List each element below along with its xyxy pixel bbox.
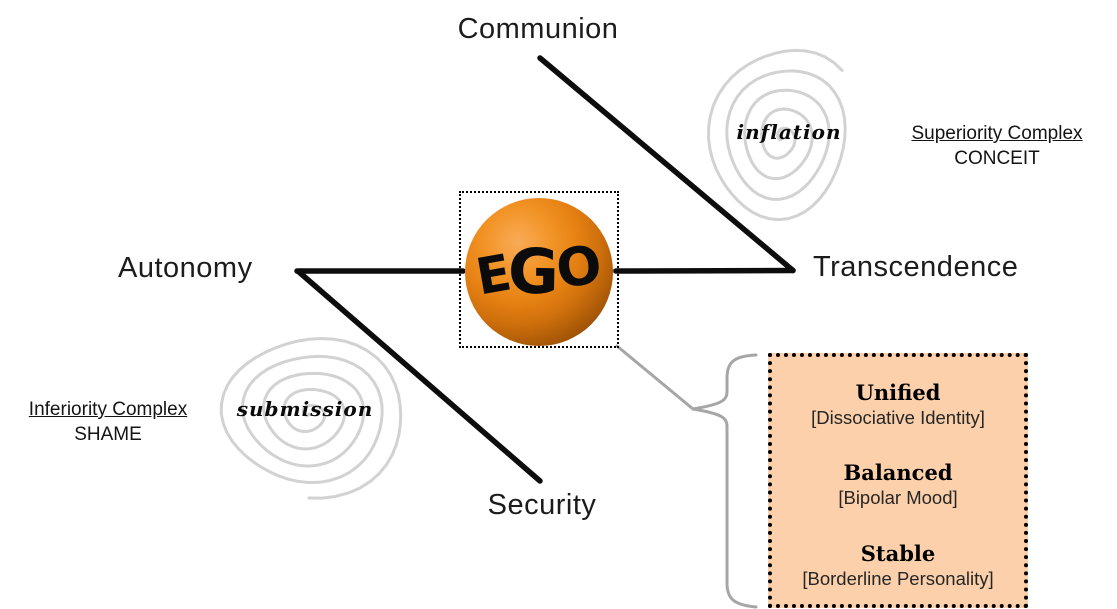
legend-item-stable: Stable [Borderline Personality] <box>778 542 1018 589</box>
axis-label-communion: Communion <box>457 13 619 45</box>
legend-item-balanced: Balanced [Bipolar Mood] <box>778 461 1018 508</box>
curly-brace <box>691 353 758 609</box>
submission-label: submission <box>236 397 374 421</box>
legend-item-subtitle: [Dissociative Identity] <box>811 407 985 429</box>
axis-label-transcendence: Transcendence <box>813 251 1019 283</box>
inflation-label: inflation <box>736 120 842 144</box>
superiority-complex-block: Superiority Complex CONCEIT <box>911 121 1082 171</box>
legend-box: Unified [Dissociative Identity] Balanced… <box>768 353 1028 608</box>
legend-item-title: Unified <box>855 380 941 405</box>
inferiority-complex-label: Inferiority Complex <box>28 399 188 420</box>
axis-label-autonomy: Autonomy <box>118 252 253 284</box>
axis-line-autonomy-security <box>296 269 543 484</box>
legend-item-title: Balanced <box>843 460 953 486</box>
axis-line-transcendence-right <box>613 267 796 274</box>
submission-spiral <box>221 338 400 498</box>
legend-item-unified: Unified [Dissociative Identity] <box>778 381 1018 428</box>
ego-to-brace-connector <box>615 344 695 411</box>
superiority-complex-label: Superiority Complex <box>911 123 1083 144</box>
inferiority-complex-block: Inferiority Complex SHAME <box>29 397 187 447</box>
axis-line-communion-transcendence <box>537 55 796 274</box>
legend-item-title: Stable <box>860 540 936 566</box>
legend-item-subtitle: [Borderline Personality] <box>802 567 994 589</box>
shame-label: SHAME <box>74 424 142 445</box>
inflation-spiral <box>695 37 859 230</box>
axis-label-security: Security <box>487 489 597 521</box>
conceit-label: CONCEIT <box>954 148 1040 169</box>
ego-dotted-frame <box>459 191 619 348</box>
legend-item-subtitle: [Bipolar Mood] <box>838 487 958 509</box>
